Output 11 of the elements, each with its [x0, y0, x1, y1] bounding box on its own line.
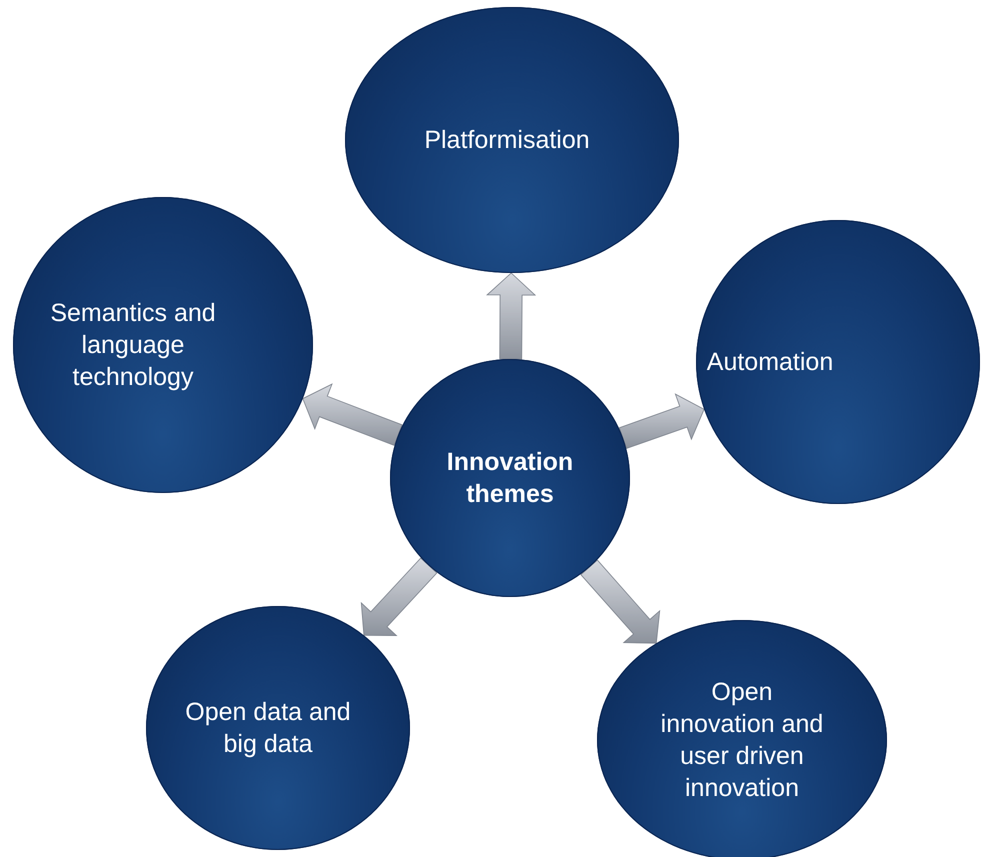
node-label: Automation — [706, 347, 834, 378]
node-label: Platformisation — [424, 125, 590, 156]
node-label: Innovation themes — [446, 447, 574, 510]
node-label: Open data and big data — [184, 697, 352, 760]
block-arrow — [302, 383, 403, 446]
block-arrow — [580, 560, 660, 644]
node-label: Semantics and language technology — [49, 298, 217, 393]
block-arrow — [486, 272, 536, 360]
node-label: Open innovation and user driven innovation — [660, 677, 824, 804]
block-arrow — [618, 393, 705, 449]
block-arrow — [360, 558, 438, 636]
